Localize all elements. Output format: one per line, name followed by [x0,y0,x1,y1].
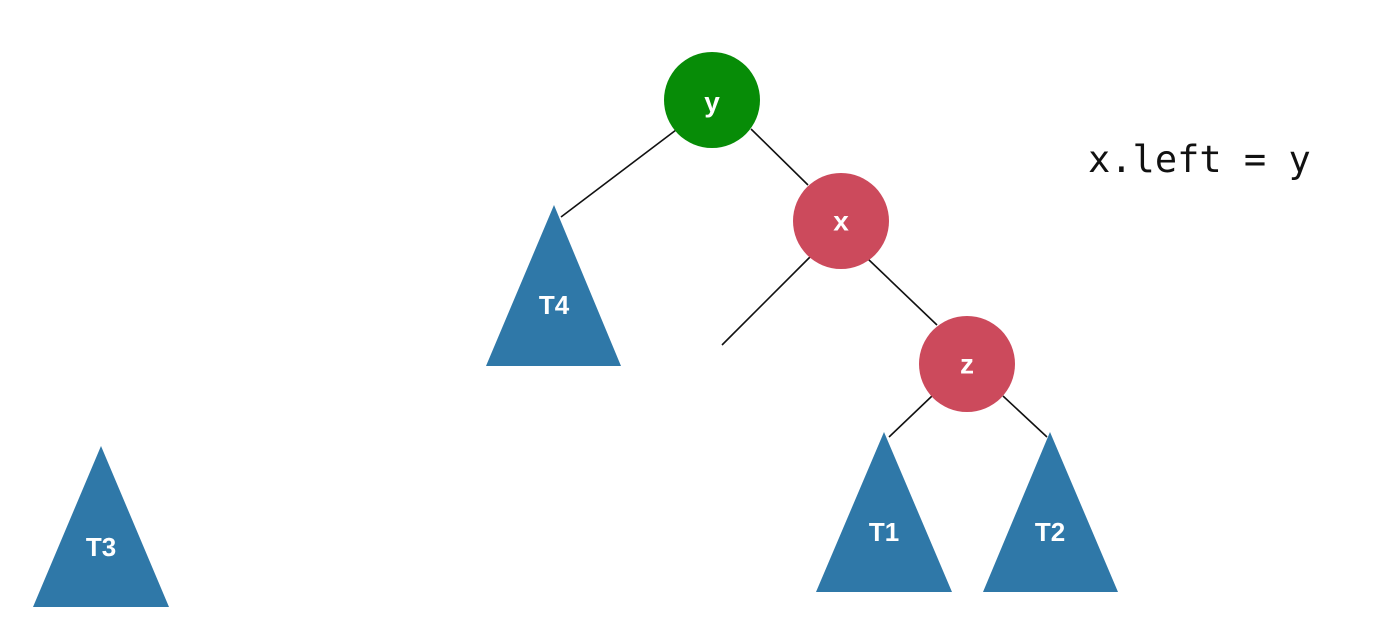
edge-x-left-dangling [721,256,811,346]
svg-text:x: x [833,206,849,237]
edge-y-t4 [560,129,677,218]
annotation-code: x.left = y [1088,138,1311,181]
svg-text:T4: T4 [539,290,570,320]
subtree-t2: T2 [983,432,1118,592]
svg-text:y: y [704,87,720,118]
edge-x-z [867,258,938,326]
svg-text:z: z [960,349,974,380]
edge-z-t2 [1002,395,1048,438]
edge-y-x [750,128,809,186]
subtree-t4: T4 [486,205,621,366]
svg-text:T3: T3 [86,532,116,562]
node-z: z [919,316,1015,412]
svg-text:T2: T2 [1035,517,1065,547]
svg-text:T1: T1 [869,517,899,547]
node-x: x [793,173,889,269]
subtree-t3: T3 [33,446,169,607]
edge-z-t1 [888,395,933,438]
subtree-t1: T1 [816,432,952,592]
node-y: y [664,52,760,148]
